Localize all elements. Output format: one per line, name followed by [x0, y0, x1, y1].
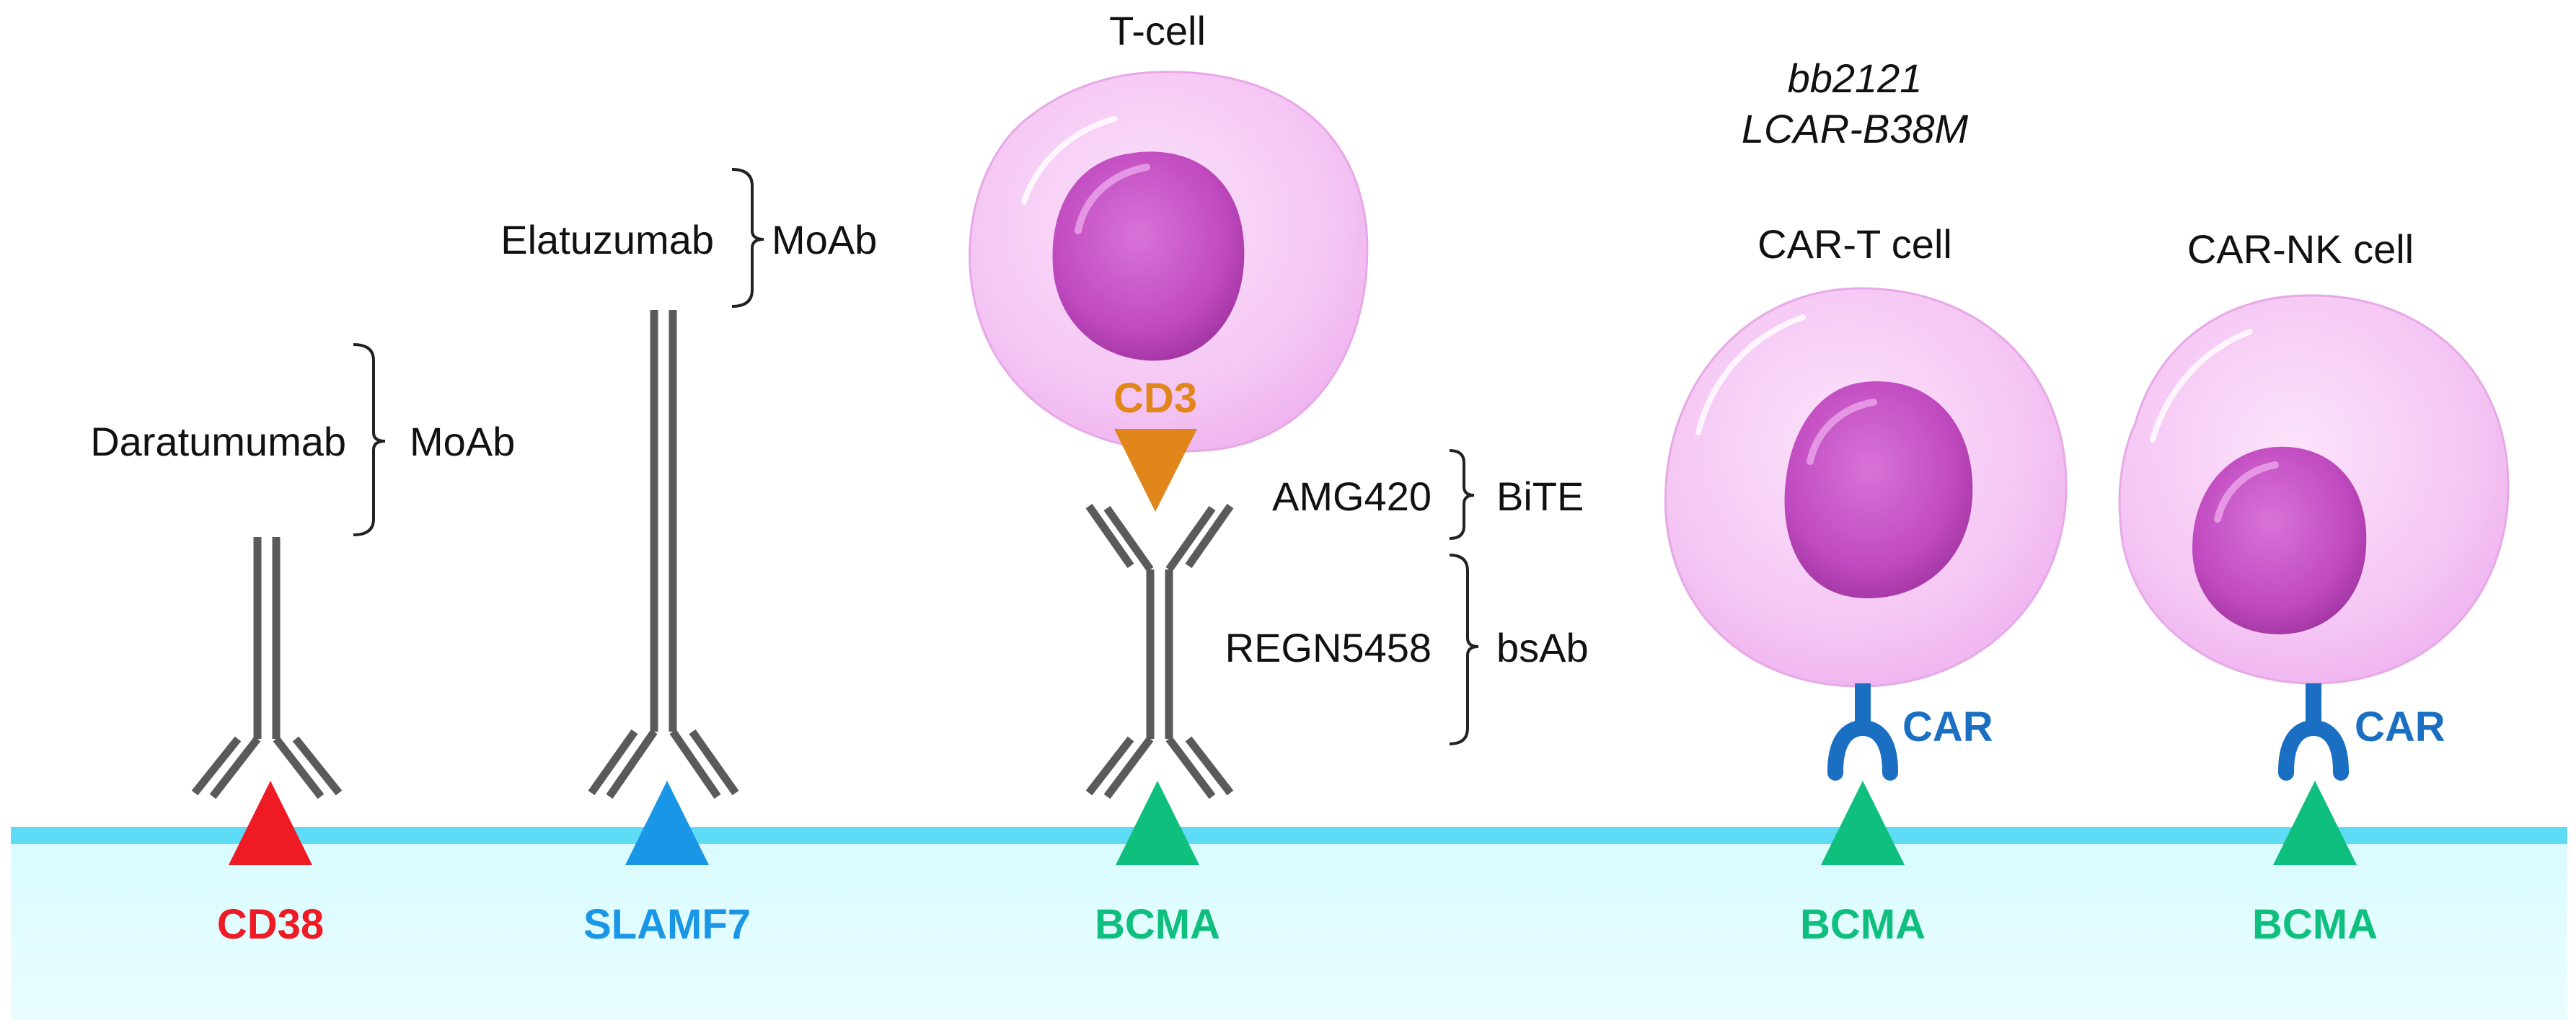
cell-membrane [11, 827, 2567, 844]
elatuzumab-class-label: MoAb [772, 217, 877, 262]
car-nk-cell-label: CAR-NK cell [2187, 226, 2414, 272]
elatuzumab-label: Elatuzumab [500, 217, 714, 262]
car-t-nucleus [1784, 381, 1973, 598]
car-t-product-label-1: bb2121 [1788, 56, 1923, 101]
t-cell-nucleus-highlight [1075, 164, 1150, 234]
slamf7-antigen-icon [625, 781, 709, 865]
bcma-label-2: BCMA [1800, 901, 1926, 948]
amg420-label: AMG420 [1272, 474, 1432, 519]
amg420-brace [1449, 449, 1475, 540]
car-nk-cell-highlight [2150, 329, 2253, 443]
daratumumab-label: Daratumumab [90, 419, 346, 464]
elatuzumab-brace [731, 168, 764, 308]
t-cell-label: T-cell [1109, 8, 1206, 53]
car-t-product-label-2: LCAR-B38M [1742, 106, 1969, 151]
bcma-antigen-icon [2273, 781, 2357, 865]
amg420-class-label: BiTE [1496, 474, 1584, 519]
cytoplasm-region [11, 836, 2567, 1020]
cd38-antigen-icon [229, 781, 312, 865]
car-receptor-icon [1827, 683, 1898, 781]
car-t-cell-label: CAR-T cell [1757, 221, 1952, 267]
car-nk-nucleus [2192, 446, 2367, 634]
bcma-label-3: BCMA [2252, 901, 2378, 948]
daratumumab-class-label: MoAb [410, 419, 515, 464]
cd3-receptor-icon [1114, 429, 1197, 512]
bcma-label-1: BCMA [1095, 901, 1220, 948]
bcma-antigen-icon [1116, 781, 1199, 865]
bcma-antigen-icon [1821, 781, 1905, 865]
car-t-receptor-label: CAR [1902, 704, 1993, 750]
cd3-label: CD3 [1113, 375, 1197, 422]
regn5458-class-label: bsAb [1496, 625, 1589, 670]
car-nk-nucleus-highlight [2214, 461, 2279, 523]
car-t-nucleus-highlight [1807, 399, 1877, 465]
slamf7-label: SLAMF7 [583, 901, 751, 948]
t-cell-nucleus [1052, 151, 1245, 361]
bispecific-antibody-icon [1085, 503, 1234, 799]
regn5458-brace [1449, 554, 1479, 745]
t-cell-highlight [1021, 116, 1117, 205]
car-t-cell-highlight [1695, 314, 1806, 435]
daratumumab-brace [353, 343, 386, 536]
antibody-icon [191, 537, 343, 799]
antibody-icon [588, 310, 739, 799]
car-nk-receptor-label: CAR [2355, 704, 2445, 750]
regn5458-label: REGN5458 [1225, 625, 1432, 670]
car-receptor-icon [2278, 683, 2349, 781]
cd38-label: CD38 [217, 901, 324, 948]
